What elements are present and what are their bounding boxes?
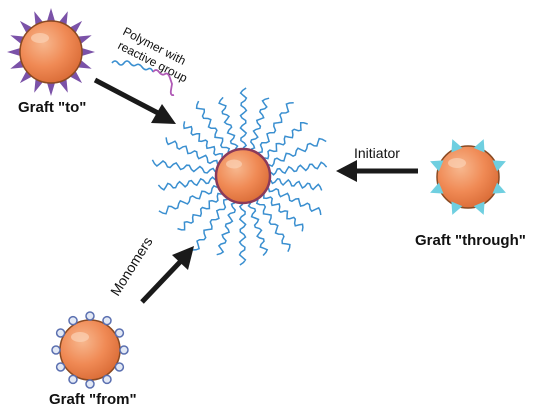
polymer-chain	[158, 184, 218, 215]
initiator-bead	[85, 379, 95, 389]
graft-to-particle	[7, 8, 95, 96]
initiator-label: Initiator	[354, 145, 400, 161]
graft-through-label: Graft "through"	[415, 232, 526, 249]
initiator-bead	[102, 315, 112, 326]
polymer-chain	[191, 198, 228, 251]
polymer-chain	[157, 176, 216, 191]
initiator-bead	[55, 328, 66, 338]
polymer-brush-chains	[151, 87, 328, 266]
polymer-chain	[177, 192, 222, 231]
graft-through-highlight	[448, 158, 466, 168]
polymer-chain	[267, 187, 322, 216]
graft-from-core	[59, 319, 121, 381]
initiator-bead	[68, 374, 78, 385]
initiator-triangle	[473, 201, 485, 215]
graft-to-highlight	[31, 33, 49, 43]
initiator-triangle	[451, 201, 463, 215]
initiator-triangle	[430, 182, 444, 194]
initiator-triangle	[451, 139, 463, 153]
arrow-graft-to	[93, 77, 176, 124]
polymer-chain	[238, 203, 247, 266]
polymer-chain	[255, 199, 291, 252]
initiator-bead	[114, 362, 125, 372]
polymer-chain	[249, 97, 270, 150]
polymer-chain	[183, 121, 224, 158]
polymer-chain	[270, 177, 323, 191]
polymer-chain	[216, 202, 237, 256]
initiator-beads	[51, 311, 129, 389]
initiator-triangle	[430, 160, 444, 172]
polymer-chain	[258, 102, 294, 154]
graft-from-highlight	[71, 332, 89, 342]
polymer-chain	[239, 87, 248, 149]
initiator-triangle	[473, 139, 485, 153]
brush-highlight	[226, 159, 242, 169]
polymer-brush-particle	[151, 87, 328, 266]
polymer-chain	[263, 194, 304, 232]
initiator-bead	[85, 311, 95, 321]
initiator-bead	[51, 345, 61, 355]
cyan-initiator-triangles	[430, 139, 506, 215]
polymer-chain	[218, 96, 239, 150]
arrow-monomers	[140, 246, 194, 304]
initiator-bead	[114, 328, 125, 338]
graft-through-core	[436, 145, 500, 209]
polymer-with-reactive-group-callout: Polymer with reactive group	[111, 24, 190, 97]
polymer-chain	[195, 100, 231, 153]
arrow-initiator	[336, 160, 418, 182]
initiator-bead	[55, 362, 66, 372]
monomers-label: Monomers	[107, 234, 156, 299]
free-polymer-chain	[111, 60, 154, 73]
reactive-group	[152, 69, 175, 97]
brush-core	[214, 147, 272, 205]
initiator-bead	[102, 374, 112, 385]
graft-through-particle	[430, 139, 506, 215]
graft-to-label: Graft "to"	[18, 99, 86, 116]
initiator-triangle	[492, 182, 506, 194]
polymer-chain	[165, 137, 219, 165]
polymer-chain	[264, 122, 308, 160]
polymer-chain	[268, 137, 327, 168]
initiator-bead	[119, 345, 129, 355]
graft-from-particle	[51, 311, 129, 389]
graft-from-label: Graft "from"	[49, 391, 137, 408]
polymer-chain	[247, 202, 269, 257]
polymer-chain	[151, 159, 216, 174]
polymer-chain	[270, 161, 328, 176]
graft-to-core	[19, 20, 83, 84]
initiator-triangle	[492, 160, 506, 172]
initiator-bead	[68, 315, 78, 326]
